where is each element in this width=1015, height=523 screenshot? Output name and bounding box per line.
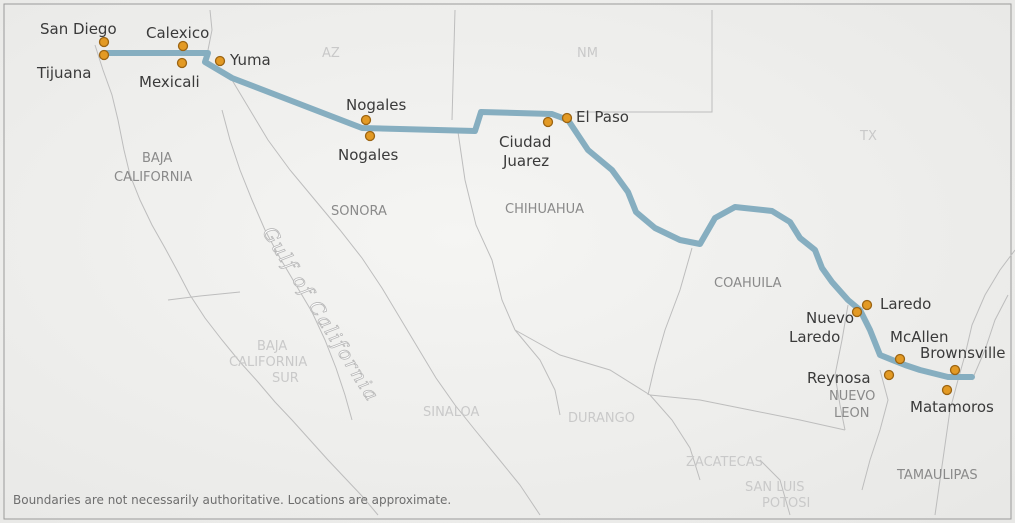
map-frame: [3, 3, 1012, 520]
region-bcs-line3: SUR: [272, 371, 299, 386]
region-zacatecas: ZACATECAS: [686, 455, 763, 470]
marker-ciudad-juarez[interactable]: [542, 116, 554, 128]
region-tx: TX: [859, 129, 877, 144]
marker-nuevo-laredo[interactable]: [851, 306, 863, 318]
marker-calexico[interactable]: [177, 40, 189, 52]
label-nogales-mx: Nogales: [338, 146, 399, 164]
marker-san-diego[interactable]: [98, 36, 110, 48]
label-nuevo-laredo-line1: Nuevo: [806, 309, 854, 327]
marker-nogales-mx[interactable]: [364, 130, 376, 142]
region-nuevo-leon-line2: LEON: [834, 406, 869, 421]
baja-pacific-coast: [94, 44, 379, 516]
region-tamaulipas: TAMAULIPAS: [896, 468, 978, 483]
nuevoleon-tamaulipas-border: [861, 369, 889, 491]
label-laredo: Laredo: [880, 295, 931, 313]
chihuahua-durango-border: [514, 329, 651, 396]
region-slp-line2: POTOSI: [762, 496, 810, 511]
texas-coast: [971, 294, 1009, 381]
marker-tijuana[interactable]: [98, 49, 110, 61]
label-yuma: Yuma: [229, 51, 271, 69]
chihuahua-coahuila-border: [647, 247, 693, 396]
coahuila-south-border: [649, 394, 846, 431]
az-nm-border: [451, 9, 456, 121]
label-mcallen: McAllen: [890, 328, 949, 346]
label-nuevo-laredo-line2: Laredo: [789, 328, 840, 346]
baja-gulf-coast: [221, 109, 353, 421]
mainland-gulf-coast: [231, 79, 541, 516]
region-sonora: SONORA: [331, 204, 387, 219]
marker-nogales-us[interactable]: [360, 114, 372, 126]
marker-laredo[interactable]: [861, 299, 873, 311]
label-mexicali: Mexicali: [139, 73, 200, 91]
gulf-of-mexico-coast: [934, 249, 1015, 516]
label-san-diego: San Diego: [40, 20, 117, 38]
label-nogales-us: Nogales: [346, 96, 407, 114]
marker-mcallen[interactable]: [894, 353, 906, 365]
label-el-paso: El Paso: [576, 108, 629, 126]
region-baja-california-line2: CALIFORNIA: [114, 170, 192, 185]
marker-el-paso[interactable]: [561, 112, 573, 124]
label-brownsville: Brownsville: [920, 344, 1006, 362]
region-sinaloa: SINALOA: [423, 405, 479, 420]
region-bcs-line2: CALIFORNIA: [229, 355, 307, 370]
nm-tx-border: [575, 10, 713, 113]
slp-zacatecas-border: [759, 459, 791, 516]
city-markers: [98, 36, 961, 396]
marker-brownsville[interactable]: [949, 364, 961, 376]
marker-yuma[interactable]: [214, 55, 226, 67]
border-route: [101, 50, 975, 380]
region-baja-california-line1: BAJA: [142, 151, 172, 166]
region-nuevo-leon-line1: NUEVO: [829, 389, 875, 404]
region-slp-line1: SAN LUIS: [745, 480, 804, 495]
label-tijuana: Tijuana: [36, 64, 91, 82]
label-calexico: Calexico: [146, 24, 209, 42]
region-nm: NM: [577, 46, 598, 61]
label-matamoros: Matamoros: [910, 398, 994, 416]
region-durango: DURANGO: [568, 411, 635, 426]
coahuila-nuevoleon-border: [834, 304, 849, 431]
sonora-chihuahua-border: [457, 131, 516, 331]
marker-mexicali[interactable]: [176, 57, 188, 69]
label-ciudad-juarez-line2: Juarez: [502, 152, 549, 170]
region-az: AZ: [322, 46, 340, 61]
label-ciudad-juarez-line1: Ciudad: [499, 133, 551, 151]
region-bcs-line1: BAJA: [257, 339, 287, 354]
marker-matamoros[interactable]: [941, 384, 953, 396]
region-chihuahua: CHIHUAHUA: [505, 202, 584, 217]
marker-reynosa[interactable]: [883, 369, 895, 381]
bc-bcs-border: [167, 291, 241, 301]
region-coahuila: COAHUILA: [714, 276, 782, 291]
boundaries: [94, 9, 1015, 516]
disclaimer-note: Boundaries are not necessarily authorita…: [13, 493, 451, 507]
label-reynosa: Reynosa: [807, 369, 871, 387]
durango-zacatecas-border: [649, 394, 701, 481]
sinaloa-durango-border: [514, 329, 561, 416]
